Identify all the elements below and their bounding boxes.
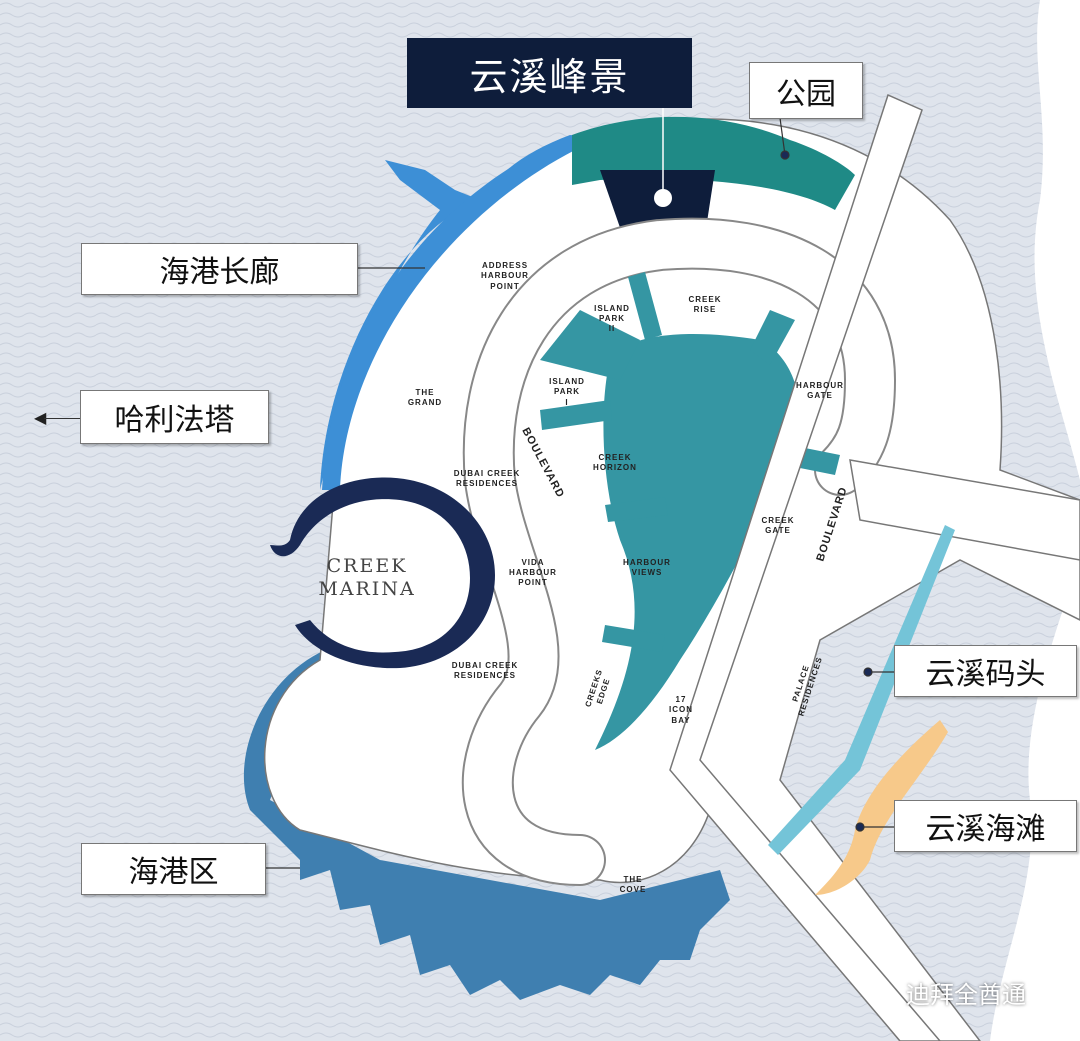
harbour-district-edge bbox=[243, 650, 730, 1000]
callout-burj-khalifa: 哈利法塔 bbox=[80, 390, 269, 444]
burj-khalifa-pointer bbox=[44, 418, 80, 419]
creek-vista-marker bbox=[654, 189, 672, 207]
lagoon-channels bbox=[540, 272, 840, 652]
title-creek-vista: 云溪峰景 bbox=[407, 38, 692, 108]
leader-lines bbox=[265, 117, 894, 869]
east-road bbox=[849, 459, 1080, 561]
watermark-text: 迪拜全酋通 bbox=[906, 981, 1026, 1009]
callout-creek-pier: 云溪码头 bbox=[894, 645, 1077, 697]
park bbox=[572, 116, 855, 210]
watermark: 迪拜全酋通 bbox=[862, 975, 1026, 1010]
callout-creek-beach: 云溪海滩 bbox=[894, 800, 1077, 852]
callout-harbour-promenade: 海港长廊 bbox=[81, 243, 358, 295]
callout-harbour-district: 海港区 bbox=[81, 843, 266, 895]
creek-pier bbox=[768, 525, 955, 855]
callout-park: 公园 bbox=[749, 62, 863, 119]
east-boulevard bbox=[669, 93, 941, 1041]
arrow-left-icon: ◀ bbox=[34, 408, 47, 427]
wechat-icon bbox=[863, 978, 898, 1006]
mainland bbox=[990, 0, 1080, 1041]
creek-beach bbox=[815, 720, 948, 895]
